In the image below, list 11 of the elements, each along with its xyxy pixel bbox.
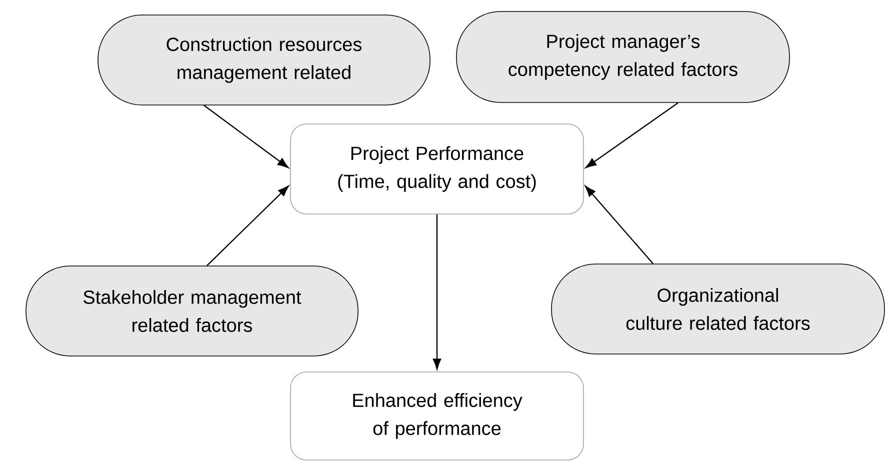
arrow [585, 102, 678, 168]
factor-box: Project manager’s competency related factors [456, 11, 790, 103]
process-box: Enhanced efficiency of performance [290, 372, 584, 460]
factor-box: Stakeholder management related factors [26, 266, 358, 356]
factor-box: Organizational culture related factors [551, 264, 885, 354]
arrow [206, 186, 289, 266]
factor-box: Construction resources management related [98, 14, 430, 106]
process-box: Project Performance (Time, quality and cost) [290, 124, 584, 214]
arrow [432, 214, 442, 370]
arrow [204, 104, 289, 168]
arrow [585, 186, 654, 264]
